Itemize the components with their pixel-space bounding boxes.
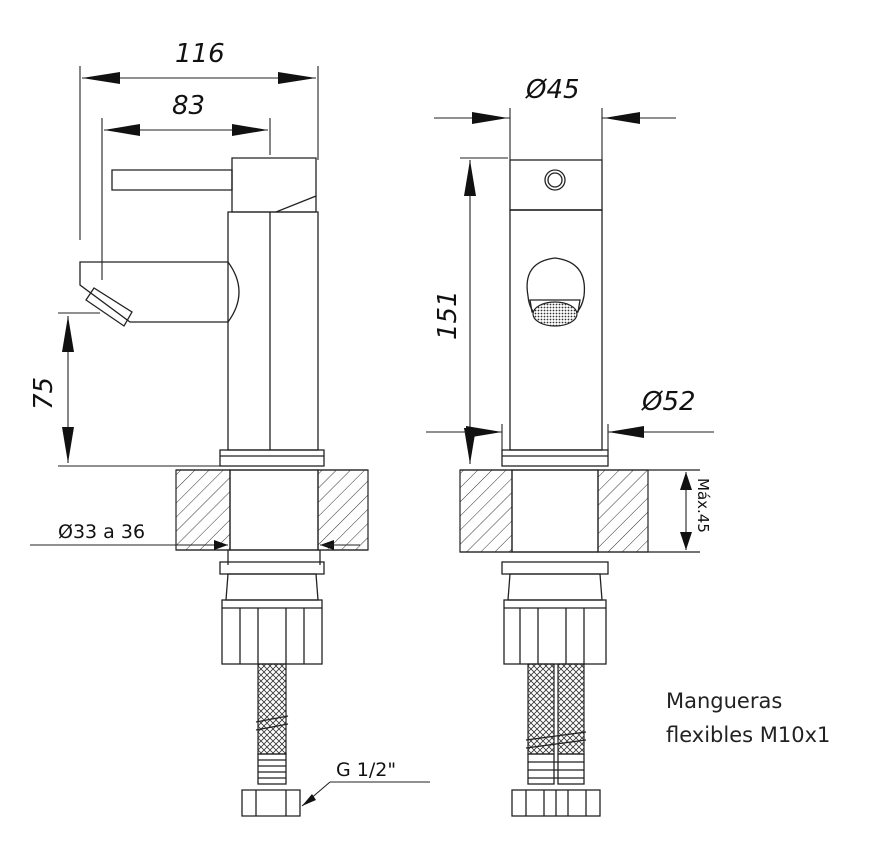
base-ring — [219, 449, 325, 467]
front-spout — [526, 257, 586, 327]
countertop-section-right — [459, 469, 700, 553]
dim-75-label: 75 — [29, 377, 59, 410]
dim-max45-label: Máx.45 — [694, 478, 712, 533]
dimension-d52: Ø52 — [426, 387, 714, 450]
fixing-nut-right — [503, 599, 607, 665]
hoses-note-line1: Mangueras — [666, 689, 782, 713]
lever-cap — [231, 157, 317, 213]
dim-151-label: 151 — [433, 290, 463, 340]
dimension-hole: Ø33 a 36 — [30, 521, 360, 550]
lever-screw-hole — [544, 169, 566, 191]
front-lever-cap — [509, 159, 603, 211]
dim-hole-label: Ø33 a 36 — [58, 521, 145, 543]
dim-116-label: 116 — [175, 39, 225, 69]
flexible-hose-left — [241, 663, 301, 817]
front-body — [509, 209, 603, 451]
washer — [219, 561, 325, 575]
front-washer — [501, 561, 609, 575]
countertop-section-left — [175, 469, 369, 551]
flexible-hoses-right — [511, 663, 601, 817]
dimension-75: 75 — [29, 312, 220, 467]
hoses-note-line2: flexibles M10x1 — [666, 723, 830, 747]
lever-handle — [111, 169, 233, 191]
front-view: Ø45 151 Ø52 — [426, 75, 830, 817]
side-view: 116 83 — [29, 39, 430, 817]
spout — [79, 261, 240, 323]
front-base-ring — [501, 449, 609, 467]
dimension-151: 151 — [433, 157, 508, 464]
fixing-nut-left — [221, 599, 323, 665]
dim-d52-label: Ø52 — [641, 387, 696, 417]
dimension-max45: Máx.45 — [680, 472, 712, 550]
thread-callout: G 1/2" — [301, 759, 430, 807]
aerator-mesh — [532, 301, 578, 327]
dim-83-label: 83 — [172, 91, 205, 121]
aerator — [85, 287, 133, 327]
dimension-116: 116 — [79, 39, 319, 240]
thread-label: G 1/2" — [336, 759, 396, 781]
dim-d45-label: Ø45 — [525, 75, 580, 105]
dimension-d45: Ø45 — [434, 75, 676, 160]
front-threaded-shank — [511, 469, 599, 553]
faucet-body — [227, 211, 319, 451]
threaded-shank — [229, 469, 319, 551]
dimension-83: 83 — [101, 91, 271, 280]
